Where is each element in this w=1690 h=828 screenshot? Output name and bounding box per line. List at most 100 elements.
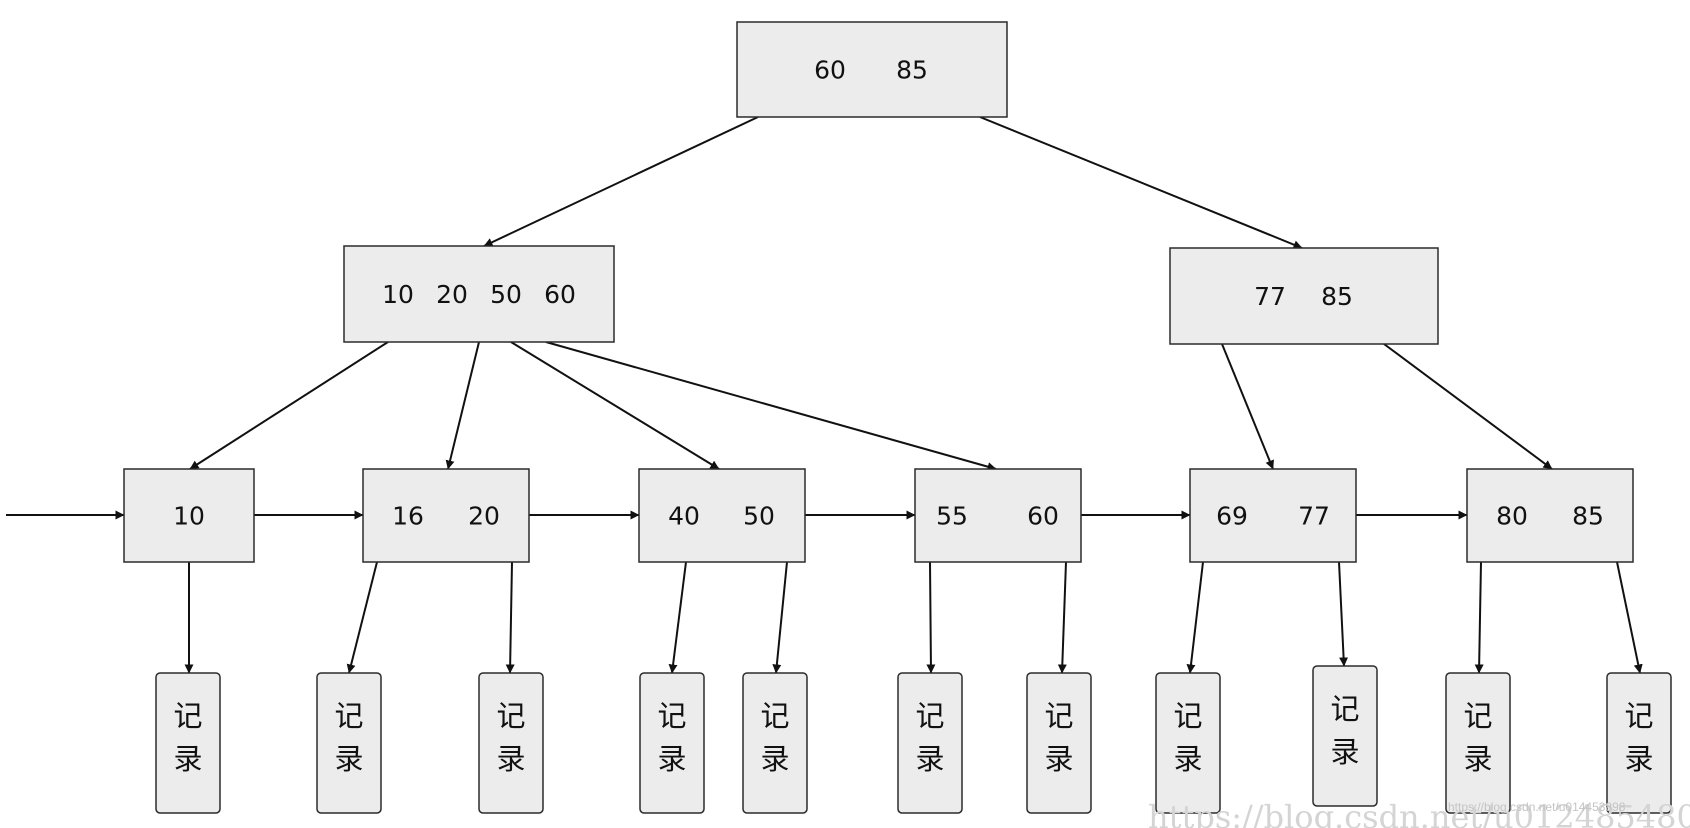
record-label: 记	[1463, 699, 1492, 733]
record-box	[639, 672, 705, 814]
leaf-node-key: 50	[743, 502, 775, 531]
record-box	[1445, 672, 1511, 814]
record-block: 记录	[742, 672, 808, 814]
edge-leaf-to-record	[1186, 561, 1204, 674]
leaf-node-key: 69	[1216, 502, 1248, 531]
edge-leaf-to-record	[505, 561, 515, 674]
leaf-node-box	[362, 468, 530, 563]
record-label: 记	[1330, 692, 1359, 726]
watermark: https://blog.csdn.net/u012485480	[1148, 798, 1690, 828]
record-label: 记	[496, 699, 525, 733]
internal-node-right-key: 85	[1321, 282, 1353, 311]
leaf-node: 55 60	[914, 468, 1082, 563]
edge-leaf-to-record	[1057, 561, 1067, 674]
internal-node-right-key: 77	[1254, 282, 1286, 311]
record-block: 记录	[1155, 672, 1221, 814]
edge-leaf-to-record	[668, 561, 687, 674]
leaf-node-box	[123, 468, 255, 563]
record-block: 记录	[639, 672, 705, 814]
record-box	[1155, 672, 1221, 814]
record-box	[155, 672, 221, 814]
leaf-node: 80 85	[1466, 468, 1634, 563]
record-label: 录	[1330, 735, 1359, 769]
watermark-small: https://blog.csdn.net/u014453898	[1448, 800, 1626, 814]
record-label: 录	[760, 742, 789, 776]
record-block: 记录	[1606, 672, 1672, 814]
record-label: 录	[1044, 742, 1073, 776]
record-block: 记录	[897, 672, 963, 814]
leaf-node-box	[1466, 468, 1634, 563]
edge-leaf-to-record	[346, 561, 378, 674]
record-label: 录	[334, 742, 363, 776]
record-label: 记	[1044, 699, 1073, 733]
leaf-node-key: 85	[1572, 502, 1604, 531]
leaf-node: 40 50	[638, 468, 806, 563]
leaf-node-key: 10	[173, 502, 205, 531]
record-box	[1312, 665, 1378, 807]
edge-root-to-internal-left	[483, 116, 759, 247]
record-label: 录	[1173, 742, 1202, 776]
root-node-key: 85	[896, 56, 928, 85]
record-block: 记录	[478, 672, 544, 814]
record-label: 录	[1463, 742, 1492, 776]
edge-internal-to-leaf	[189, 341, 389, 470]
internal-node-right-box	[1169, 247, 1439, 345]
record-label: 记	[915, 699, 944, 733]
record-label: 记	[334, 699, 363, 733]
leaf-node-box	[914, 468, 1082, 563]
internal-node-left-box	[343, 245, 615, 343]
record-label: 录	[496, 742, 525, 776]
record-label: 录	[915, 742, 944, 776]
record-block: 记录	[155, 672, 221, 814]
root-node-box	[736, 21, 1008, 118]
edge-leaf-to-record	[1474, 561, 1484, 674]
edge-leaf-to-record	[1616, 561, 1643, 674]
edge-internal-to-leaf	[1383, 343, 1553, 470]
edge-internal-to-leaf	[510, 341, 720, 470]
record-label: 记	[657, 699, 686, 733]
leaf-node-key: 60	[1027, 502, 1059, 531]
edge-internal-to-leaf	[445, 341, 480, 470]
internal-node-left-key: 10	[382, 280, 414, 309]
internal-node-left: 10 20 50 60	[343, 245, 615, 343]
record-label: 记	[1624, 699, 1653, 733]
edge-leaf-to-record	[1338, 561, 1349, 667]
record-label: 记	[173, 699, 202, 733]
leaf-node-key: 80	[1496, 502, 1528, 531]
record-block: 记录	[1026, 672, 1092, 814]
record-box	[897, 672, 963, 814]
leaf-node-key: 16	[392, 502, 424, 531]
edge-internal-to-leaf	[1221, 343, 1274, 470]
record-label: 记	[760, 699, 789, 733]
leaf-node: 10	[123, 468, 255, 563]
record-box	[1026, 672, 1092, 814]
leaf-node-key: 55	[936, 502, 968, 531]
root-node-key: 60	[814, 56, 846, 85]
record-label: 录	[1624, 742, 1653, 776]
root-node: 60 85	[736, 21, 1008, 118]
internal-node-left-key: 20	[436, 280, 468, 309]
record-block: 记录	[316, 672, 382, 814]
internal-node-left-key: 50	[490, 280, 522, 309]
record-box	[316, 672, 382, 814]
leaf-node-box	[1189, 468, 1357, 563]
record-label: 录	[173, 742, 202, 776]
record-label: 记	[1173, 699, 1202, 733]
record-block: 记录	[1445, 672, 1511, 814]
record-box	[478, 672, 544, 814]
tree-edges	[6, 116, 1643, 674]
leaf-node-key: 20	[468, 502, 500, 531]
record-box	[742, 672, 808, 814]
internal-node-right: 77 85	[1169, 247, 1439, 345]
record-block: 记录	[1312, 665, 1378, 807]
edge-leaf-to-record	[772, 561, 788, 674]
edge-leaf-to-record	[926, 561, 936, 674]
record-label: 录	[657, 742, 686, 776]
leaf-node-box	[638, 468, 806, 563]
internal-node-left-key: 60	[544, 280, 576, 309]
leaf-node-key: 40	[668, 502, 700, 531]
